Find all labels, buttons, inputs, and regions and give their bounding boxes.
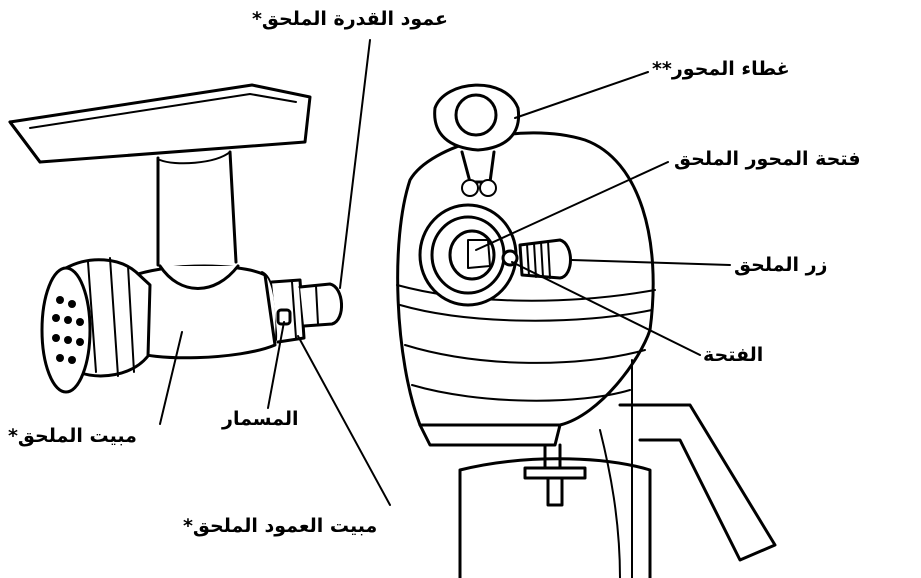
label-shaft-housing: مبيت العمود الملحق* <box>183 515 378 537</box>
label-housing: مبيت الملحق* <box>8 425 137 447</box>
bowl-handle <box>618 403 777 562</box>
mixer-head <box>396 83 777 578</box>
label-knob: زر الملحق <box>734 254 828 276</box>
leader-hole <box>511 261 701 356</box>
bowl <box>458 457 652 578</box>
power-shaft-stub <box>298 282 343 328</box>
label-hole: الفتحة <box>703 344 764 366</box>
hole <box>501 249 519 267</box>
leader-housing <box>159 331 183 425</box>
grinder-attachment <box>8 83 343 394</box>
label-hub-cover: غطاء المحور** <box>652 58 790 80</box>
feed-neck <box>156 150 238 267</box>
leader-power-shaft <box>339 39 371 289</box>
leader-knob <box>571 259 731 266</box>
knob <box>518 238 572 280</box>
leader-hub-cover <box>514 71 649 119</box>
plate-holes <box>52 296 84 364</box>
leader-shaft-housing <box>297 335 391 506</box>
label-pin: المسمار <box>222 408 299 430</box>
label-power-shaft: عمود القدرة الملحق* <box>252 8 448 30</box>
label-hub-socket: فتحة المحور الملحق <box>674 148 861 170</box>
grinding-plate <box>40 266 92 394</box>
leader-lines <box>159 39 731 506</box>
leader-pin <box>267 321 285 409</box>
leader-hub-socket <box>475 161 669 251</box>
